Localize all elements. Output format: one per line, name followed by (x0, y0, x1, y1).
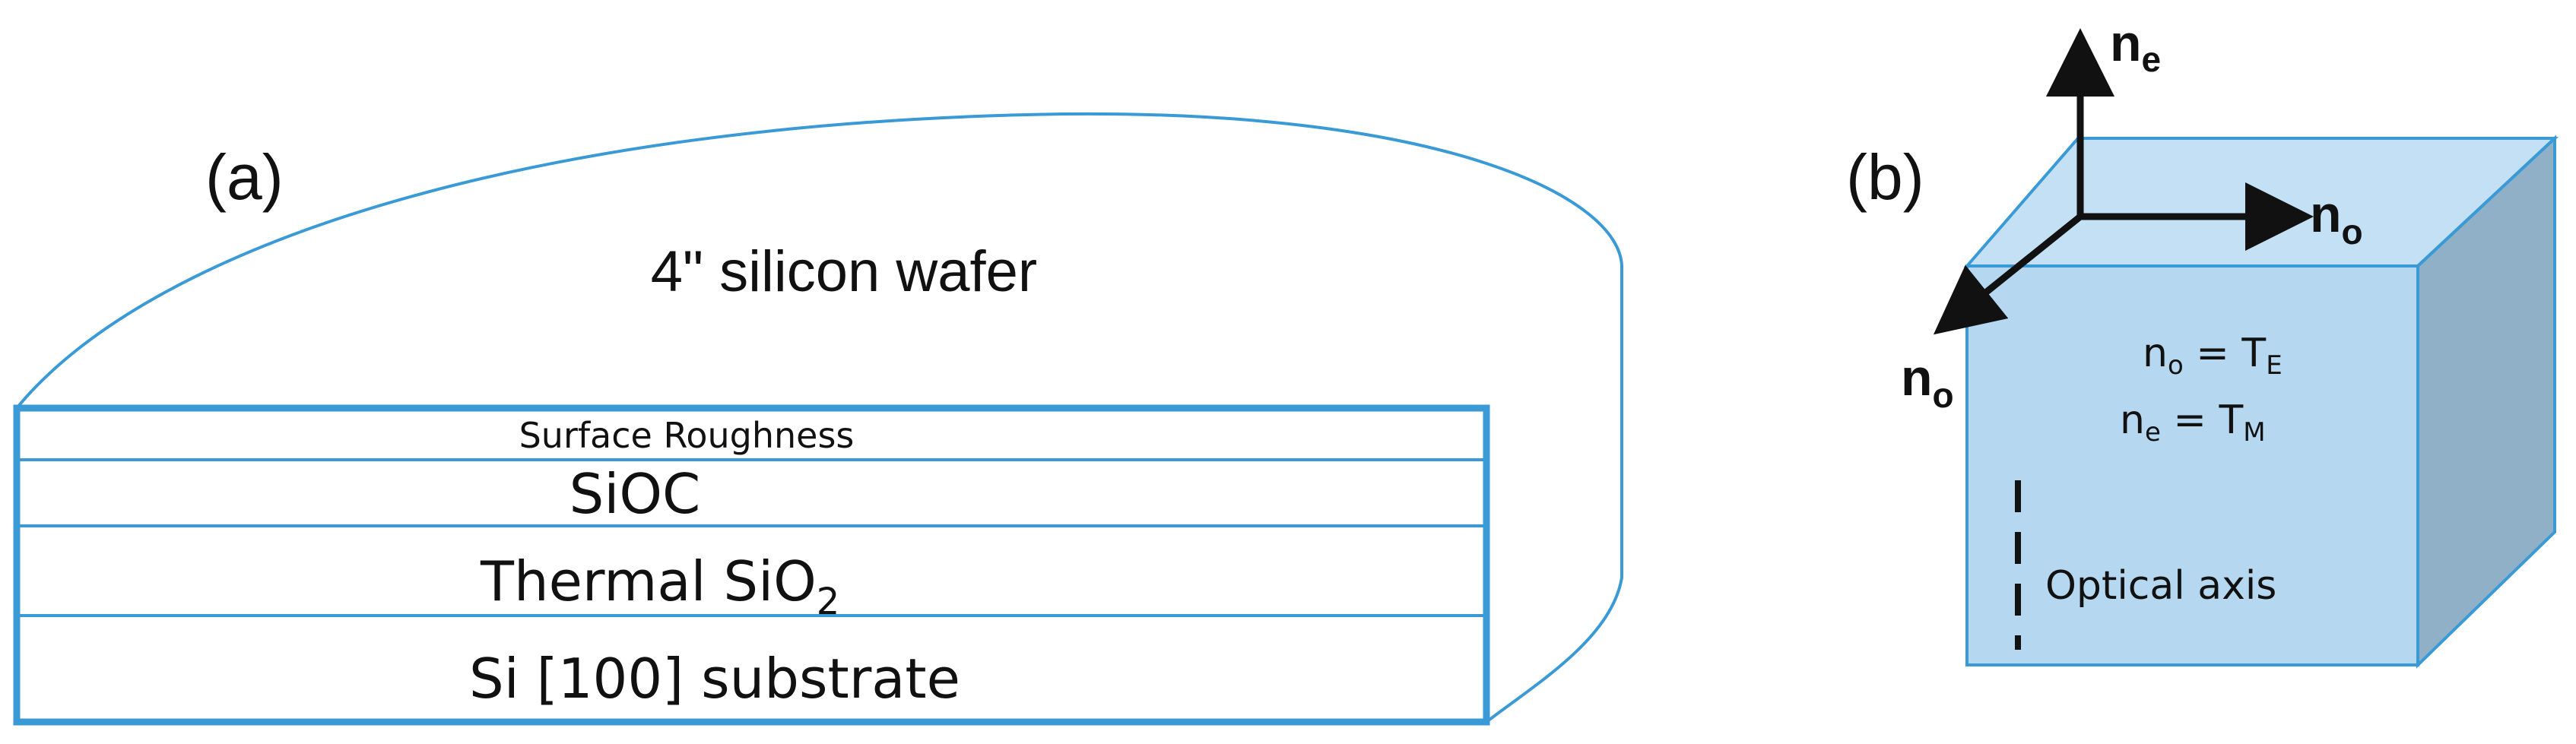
wafer-outline (15, 112, 1623, 723)
axis-no-diag-arrow (1933, 214, 2083, 335)
wafer-label: 4" silicon wafer (651, 239, 1038, 304)
layer-thermal-main: Thermal SiO (480, 549, 817, 613)
panel-a-label: (a) (205, 141, 284, 213)
panel-b-label: (b) (1846, 141, 1924, 213)
axis-ne-label: ne (2110, 14, 2161, 79)
layer-thermal-sio2: Thermal SiO2 (480, 549, 839, 623)
panel-b: (b) ne no no no = TE ne = TM Optical axi… (1846, 14, 2559, 669)
layer-surface-roughness: Surface Roughness (519, 415, 855, 456)
panel-a: (a) 4" silicon wafer Surface Roughness S… (13, 112, 1623, 726)
relation-no-te: no = TE (2143, 331, 2283, 381)
layer-thermal-sub: 2 (817, 581, 840, 623)
relation-ne-tm: ne = TM (2120, 397, 2266, 448)
layer-sioc: SiOC (569, 462, 701, 526)
layer-substrate: Si [100] substrate (469, 647, 960, 711)
layer-stack-box (13, 404, 1490, 726)
axis-no-diag-label: no (1901, 349, 1954, 415)
axis-no-right-label: no (2310, 185, 2363, 252)
optical-axis-label: Optical axis (2045, 563, 2276, 609)
cube-front-face (1965, 264, 2419, 666)
